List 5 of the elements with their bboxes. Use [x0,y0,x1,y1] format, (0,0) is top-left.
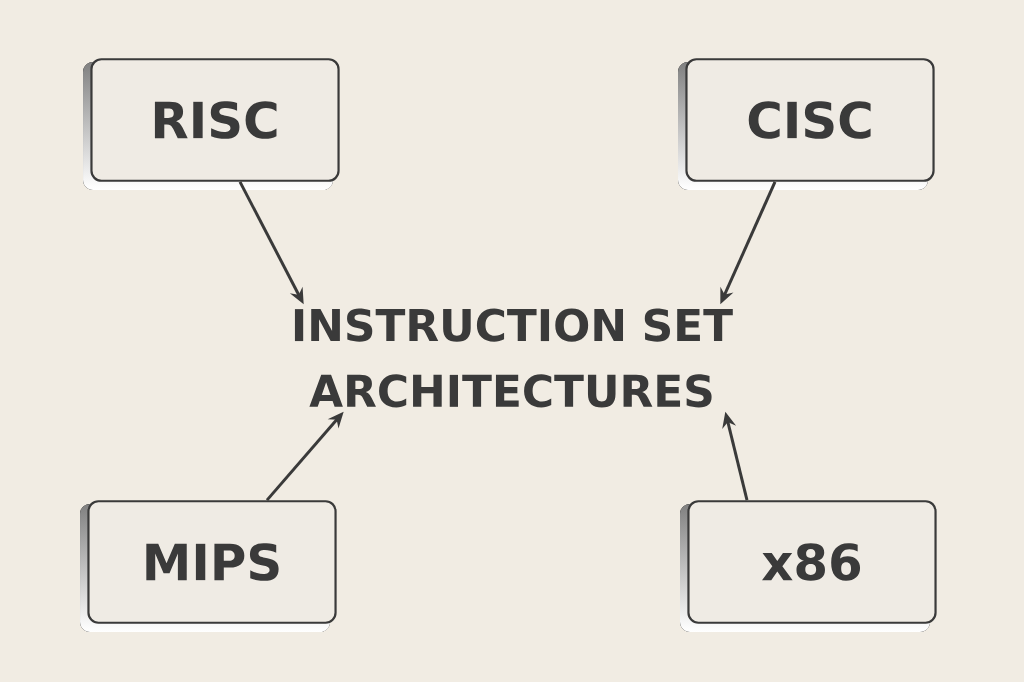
term-box: x86 [680,500,937,632]
term-box: RISC [83,58,340,190]
term-box: CISC [678,58,935,190]
term-box: MIPS [80,500,337,632]
central-title: INSTRUCTION SET ARCHITECTURES [294,308,733,408]
